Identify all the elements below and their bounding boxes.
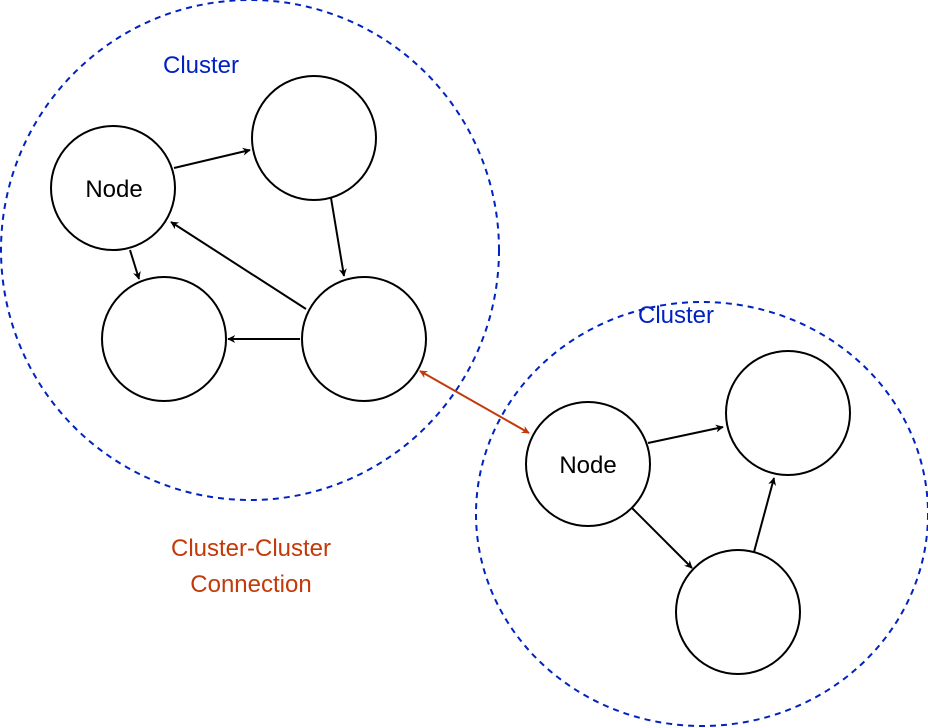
node-m1[interactable]: [525, 401, 651, 527]
node-m3[interactable]: [675, 549, 801, 675]
nodes-cluster-1: Node: [50, 75, 427, 402]
node-m2[interactable]: [725, 350, 851, 476]
edge-m3-m2[interactable]: [753, 477, 776, 553]
node-n2[interactable]: [251, 75, 377, 201]
edges-cluster-1: [129, 147, 347, 343]
edge-n2-n4[interactable]: [330, 197, 347, 277]
edge-m1-m2[interactable]: [647, 424, 724, 444]
node-n1[interactable]: [50, 125, 176, 251]
edge-n1-n3[interactable]: [129, 249, 141, 280]
edge-m1-m3[interactable]: [631, 507, 693, 569]
edge-n1-n2[interactable]: [173, 147, 251, 169]
nodes-cluster-2: Node: [525, 350, 851, 675]
cluster-boundary-1[interactable]: [0, 0, 500, 501]
node-n3[interactable]: [101, 276, 227, 402]
cluster-boundary-2[interactable]: [475, 301, 928, 727]
cluster-label-2: Cluster: [638, 302, 714, 329]
edges-cluster-2: [631, 424, 776, 569]
node-n4[interactable]: [301, 276, 427, 402]
cluster-label-1: Cluster: [163, 52, 239, 79]
node-label-n1: Node: [85, 176, 142, 203]
connection-label-line2: Connection: [190, 571, 311, 598]
node-label-m1: Node: [559, 452, 616, 479]
edge-n4-n1[interactable]: [170, 221, 307, 310]
connection-label-line1: Cluster-Cluster: [171, 535, 331, 562]
cluster-connection-arrow[interactable]: [419, 370, 530, 434]
